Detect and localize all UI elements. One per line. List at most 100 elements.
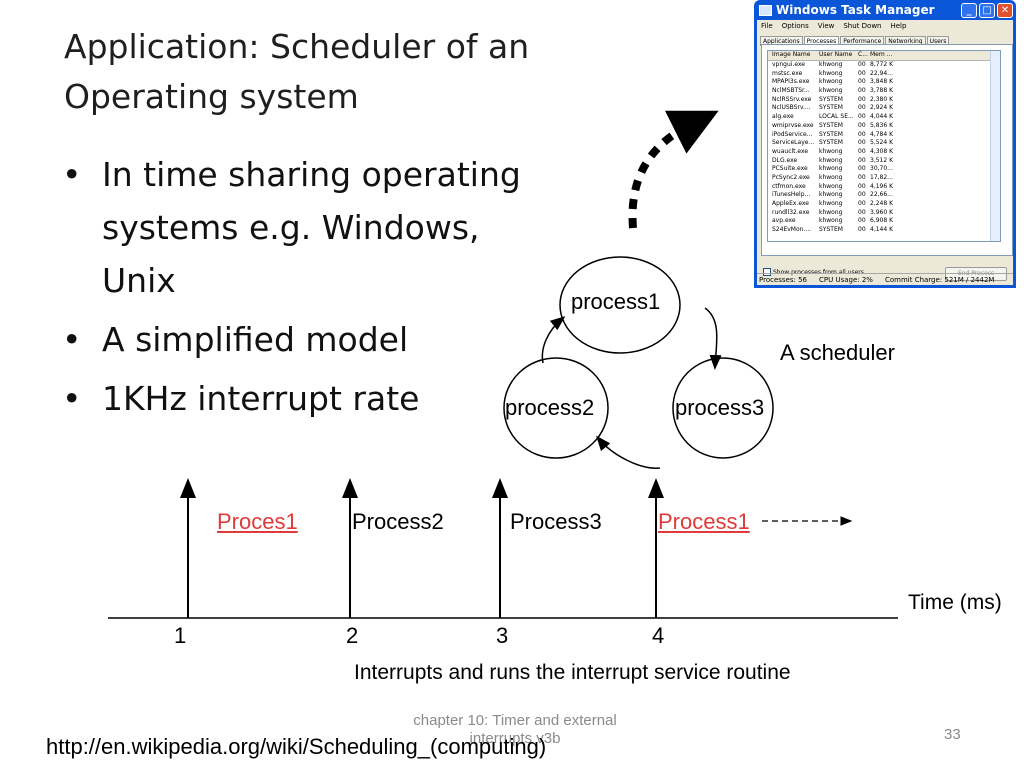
- timeline-process-label: Proces1: [217, 509, 298, 534]
- menu-help[interactable]: Help: [890, 22, 907, 30]
- cycle-arrow-3-2: [596, 435, 661, 469]
- table-cell: 3,960 K: [870, 208, 894, 216]
- table-cell: PcSync2.exe: [772, 173, 810, 181]
- table-cell: 3,512 K: [870, 156, 894, 164]
- process-table: Image Name User Name C... Mem ... vpngui…: [767, 50, 1001, 242]
- table-cell: SYSTEM: [819, 104, 843, 112]
- table-cell: khwong: [819, 173, 843, 181]
- column-header-image-name[interactable]: Image Name: [772, 51, 811, 58]
- tab-networking[interactable]: Networking: [885, 36, 926, 46]
- table-cell: SYSTEM: [819, 139, 843, 147]
- column-header-memory[interactable]: Mem ...: [870, 51, 893, 58]
- table-cell: khwong: [819, 217, 843, 225]
- table-cell: 2,924 K: [870, 104, 894, 112]
- table-cell: 00: [858, 87, 866, 95]
- tick-label: 1: [174, 623, 187, 648]
- table-cell: 00: [858, 78, 866, 86]
- task-manager-titlebar[interactable]: Windows Task Manager _ □ ✕: [757, 0, 1013, 20]
- table-cell: khwong: [819, 165, 843, 173]
- table-cell: 4,196 K: [870, 182, 894, 190]
- menu-options[interactable]: Options: [781, 22, 809, 30]
- vertical-scrollbar[interactable]: [990, 51, 1000, 241]
- table-cell: 5,836 K: [870, 121, 894, 129]
- timeline-process-label: Process1: [658, 509, 750, 534]
- time-axis-label: Time (ms): [908, 591, 1002, 614]
- table-cell: 22,66...: [870, 191, 893, 199]
- table-cell: 00: [858, 113, 866, 121]
- table-cell: SYSTEM: [819, 130, 843, 138]
- bullet-list: In time sharing operating systems e.g. W…: [62, 148, 542, 425]
- bullet-item: A simplified model: [62, 313, 542, 366]
- table-cell: 22,94...: [870, 69, 893, 77]
- show-all-processes[interactable]: Show processes from all users: [763, 268, 864, 276]
- table-cell: NclRSSrv.exe: [772, 95, 812, 103]
- tab-processes[interactable]: Processes: [803, 36, 840, 46]
- timeline-process-label: Process2: [352, 509, 444, 534]
- table-cell: 17,82...: [870, 173, 893, 181]
- table-cell: NclUSBSrv....: [772, 104, 811, 112]
- tab-users[interactable]: Users: [926, 36, 950, 46]
- menu-shut-down[interactable]: Shut Down: [843, 22, 882, 30]
- monitor-icon: [759, 4, 772, 16]
- column-header-cpu[interactable]: C...: [858, 51, 868, 58]
- maximize-button[interactable]: □: [979, 2, 995, 18]
- table-cell: 00: [858, 226, 866, 234]
- table-cell: 3,788 K: [870, 87, 894, 95]
- page-number: 33: [944, 726, 961, 743]
- tab-applications[interactable]: Applications: [760, 36, 803, 46]
- minimize-button[interactable]: _: [961, 2, 977, 18]
- close-button[interactable]: ✕: [997, 2, 1013, 18]
- tab-performance[interactable]: Performance: [840, 36, 885, 46]
- table-cell: 00: [858, 200, 866, 207]
- table-cell: khwong: [819, 147, 843, 155]
- menu-file[interactable]: File: [761, 22, 773, 30]
- table-cell: mstsc.exe: [772, 69, 803, 77]
- table-cell: 00: [858, 173, 866, 181]
- table-cell: 5,524 K: [870, 139, 894, 147]
- column-header-user-name[interactable]: User Name: [819, 51, 853, 58]
- table-cell: 00: [858, 156, 866, 164]
- process1-label: process1: [571, 289, 661, 314]
- table-cell: khwong: [819, 87, 843, 95]
- table-cell: ctfmon.exe: [772, 182, 806, 190]
- show-all-checkbox[interactable]: [763, 268, 771, 276]
- table-cell: 3,848 K: [870, 78, 894, 86]
- source-url[interactable]: http://en.wikipedia.org/wiki/Scheduling_…: [46, 734, 547, 759]
- timeline-caption: Interrupts and runs the interrupt servic…: [354, 661, 791, 684]
- table-cell: khwong: [819, 182, 843, 190]
- table-cell: rundll32.exe: [772, 208, 810, 216]
- table-cell: PCSuite.exe: [772, 165, 808, 173]
- menu-view[interactable]: View: [817, 22, 835, 30]
- table-cell: 00: [858, 130, 866, 138]
- table-cell: 6,908 K: [870, 217, 894, 225]
- table-cell: khwong: [819, 200, 843, 207]
- table-cell: 00: [858, 165, 866, 173]
- task-manager-client: File Options View Shut Down Help Applica…: [757, 20, 1013, 285]
- process1-circle: [559, 256, 681, 354]
- cycle-arrow-2-1: [541, 316, 566, 364]
- table-cell: 00: [858, 191, 866, 199]
- table-row[interactable]: PcSync2.exe khwong 00 17,82...: [768, 174, 1000, 183]
- table-cell: 4,784 K: [870, 130, 894, 138]
